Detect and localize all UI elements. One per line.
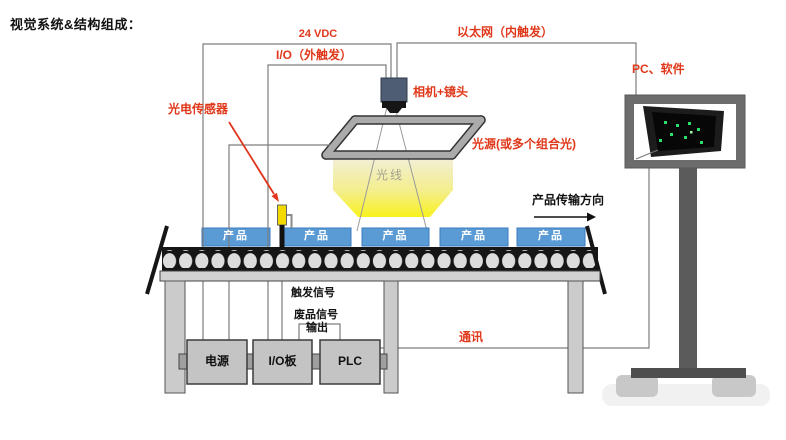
monitor-pole [679,168,697,373]
io-board-box [252,339,313,385]
wire-io-trigger [267,64,387,247]
monitor-wheel-right [712,375,756,397]
belt-break-right [585,225,607,295]
label-pc-software: PC、软件 [632,62,685,76]
product-label: 产品 [461,230,487,242]
product-label: 产品 [538,230,564,242]
label-camera-lens: 相机+镜头 [413,85,469,99]
screen-green-dots [659,121,703,144]
plc-box [319,339,381,385]
wire-24vdc [202,43,392,247]
photo-sensor-icon [277,204,293,248]
monitor-wheel-left [616,375,658,397]
pc-monitor [602,94,770,406]
camera-fov-lines [356,106,428,232]
wire-communication [380,168,650,349]
label-io-board-box: I/O板 [268,354,297,368]
label-trigger-signal: 触发信号 [291,287,335,299]
label-transport-direction: 产品传输方向 [532,193,605,207]
light-frame [321,115,486,160]
label-reject-signal: 废品信号 [294,309,338,321]
power-box [186,339,248,385]
sensor-pointer-arrow [228,121,279,202]
label-power-box: 电源 [204,354,229,368]
wire-reject-output [298,323,341,340]
label-photo-sensor: 光电传感器 [168,102,229,116]
product-label: 产品 [304,230,330,242]
control-boxes [178,339,388,385]
light-beam [333,160,453,217]
table-top [159,270,601,282]
label-reject-output: 输出 [306,322,328,334]
product-label: 产品 [223,230,249,242]
product-label: 产品 [382,230,409,242]
conveyor-belt [145,225,607,295]
product-blocks [201,227,586,247]
label-io-external-trigger: I/O（外触发） [276,48,353,62]
label-plc-box: PLC [338,354,362,368]
label-ethernet-internal-trigger: 以太网（内触发） [457,25,554,39]
camera-icon [380,77,408,113]
label-light-ray: 光线 [376,168,405,182]
label-light-source: 光源(或多个组合光) [472,137,576,151]
wire-light-power [228,144,330,247]
monitor-base [631,368,746,378]
wire-ethernet [396,42,637,95]
transport-direction-arrow [534,212,596,222]
page-title: 视觉系统&结构组成： [10,17,142,32]
label-24vdc: 24 VDC [298,28,338,40]
label-communication: 通讯 [459,330,484,344]
belt-break-left [145,225,169,295]
